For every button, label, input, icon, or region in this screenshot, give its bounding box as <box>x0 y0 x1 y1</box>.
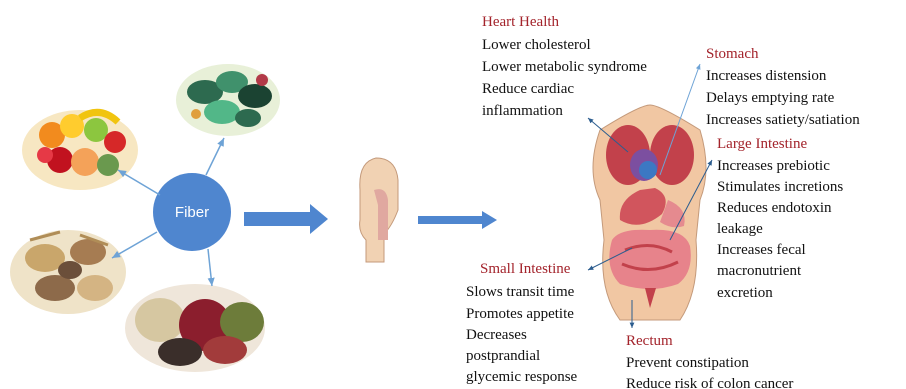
stomach-heading: Stomach <box>706 44 759 64</box>
stomach-item: Increases distension <box>706 66 826 86</box>
large-intestine-item: Increases fecal <box>717 240 806 260</box>
small-intestine-item: Decreases <box>466 325 527 345</box>
fiber-hub-label: Fiber <box>160 204 224 221</box>
heart-item: inflammation <box>482 101 563 121</box>
leafy-greens-icon <box>176 64 280 136</box>
small-intestine-heading: Small Intestine <box>480 259 570 279</box>
rectum-item: Prevent constipation <box>626 353 749 373</box>
stomach-item: Delays emptying rate <box>706 88 834 108</box>
large-intestine-item: excretion <box>717 283 773 303</box>
large-intestine-item: macronutrient <box>717 261 801 281</box>
grains-seeds-icon <box>10 230 126 314</box>
heart-item: Reduce cardiac <box>482 79 574 99</box>
arrow-fiber-to-head <box>244 204 328 234</box>
connector-greens <box>206 138 224 175</box>
arrow-head-to-body <box>418 211 497 229</box>
connector-fruit <box>118 170 160 195</box>
small-intestine-item: glycemic response <box>466 367 577 387</box>
beans-legumes-icon <box>125 284 265 372</box>
large-intestine-item: leakage <box>717 219 763 239</box>
large-intestine-heading: Large Intestine <box>717 134 807 154</box>
rectum-heading: Rectum <box>626 331 673 351</box>
rectum-item: Reduce risk of colon cancer <box>626 374 793 389</box>
small-intestine-item: postprandial <box>466 346 540 366</box>
small-intestine-item: Promotes appetite <box>466 304 574 324</box>
heart-health-heading: Heart Health <box>482 12 559 32</box>
large-intestine-item: Reduces endotoxin <box>717 198 832 218</box>
stomach-item: Increases satiety/satiation <box>706 110 860 130</box>
heart-item: Lower metabolic syndrome <box>482 57 647 77</box>
connector-legumes <box>208 249 212 286</box>
human-head-profile-icon <box>360 158 398 262</box>
fruit-bowl-icon <box>22 110 138 190</box>
heart-item: Lower cholesterol <box>482 35 591 55</box>
small-intestine-item: Slows transit time <box>466 282 574 302</box>
large-intestine-item: Stimulates incretions <box>717 177 843 197</box>
large-intestine-item: Increases prebiotic <box>717 156 830 176</box>
connector-grains <box>112 232 157 258</box>
